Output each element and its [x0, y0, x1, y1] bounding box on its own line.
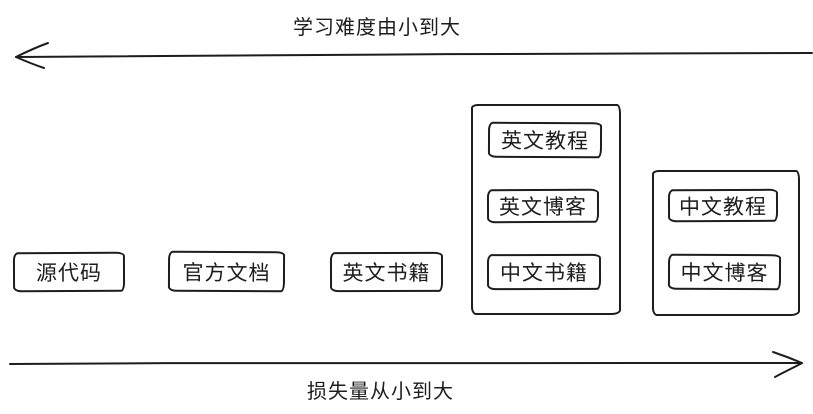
node-source-code: 源代码 [12, 251, 126, 293]
arrow-right-icon [9, 351, 803, 378]
top-axis-label: 学习难度由小到大 [293, 15, 461, 39]
node-english-books-label: 英文书籍 [342, 260, 431, 286]
node-official-docs-label: 官方文档 [182, 260, 271, 285]
node-english-tutorials-label: 英文教程 [500, 128, 590, 154]
group-box-mixed: 英文教程 英文博客 中文书籍 [471, 104, 621, 315]
node-chinese-blogs: 中文博客 [667, 253, 782, 291]
node-english-blogs: 英文博客 [486, 188, 600, 224]
arrow-left-icon [15, 42, 813, 69]
node-chinese-blogs-label: 中文博客 [680, 260, 769, 286]
node-chinese-tutorials: 中文教程 [667, 188, 779, 223]
node-source-code-label: 源代码 [35, 260, 103, 286]
node-english-blogs-label: 英文博客 [498, 194, 588, 220]
node-chinese-books: 中文书籍 [486, 253, 602, 291]
group-box-chinese: 中文教程 中文博客 [652, 170, 800, 316]
node-chinese-tutorials-label: 中文教程 [678, 194, 768, 219]
node-english-books: 英文书籍 [329, 251, 444, 293]
node-official-docs: 官方文档 [167, 250, 286, 293]
node-english-tutorials: 英文教程 [487, 121, 603, 159]
bottom-axis-label: 损失量从小到大 [307, 379, 454, 403]
node-chinese-books-label: 中文书籍 [499, 260, 589, 286]
